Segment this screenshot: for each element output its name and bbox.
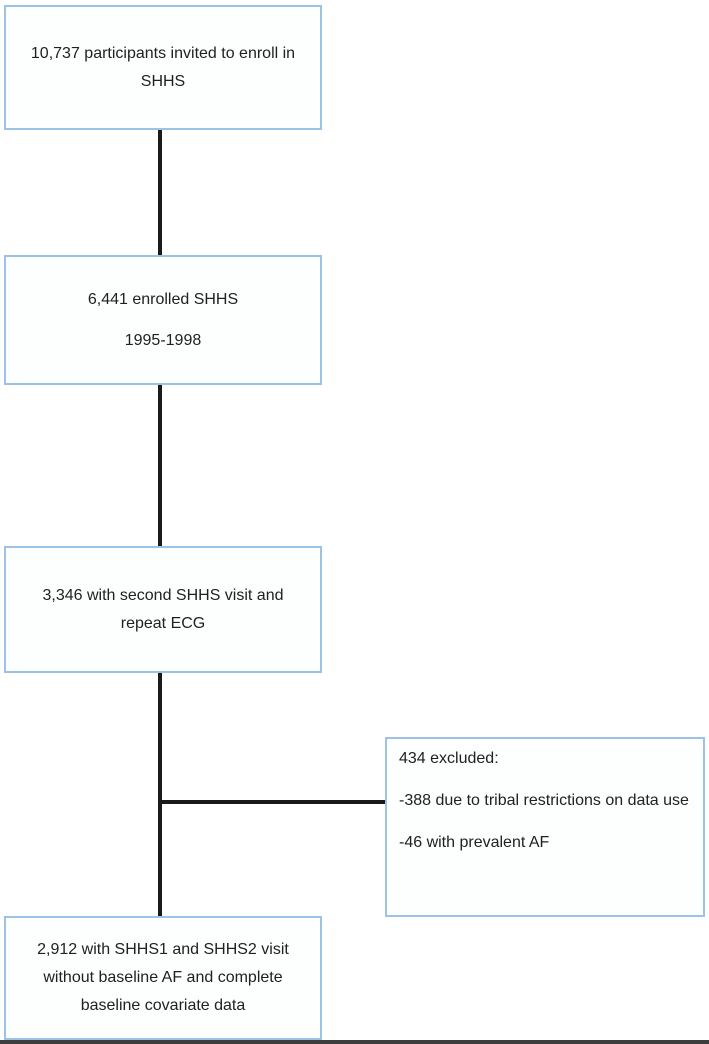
flow-box-excluded: 434 excluded: -388 due to tribal restric…: [385, 737, 705, 917]
flow-box-final-text: 2,912 with SHHS1 and SHHS2 visit without…: [37, 941, 289, 1014]
flow-box-second-visit-text: 3,346 with second SHHS visit and repeat …: [42, 586, 284, 632]
excluded-item-tribal-restrictions: -388 due to tribal restrictions on data …: [399, 792, 689, 809]
flow-box-invited: 10,737 participants invited to enroll in…: [4, 5, 322, 130]
connector-second-visit-to-final: [158, 673, 162, 916]
page-bottom-edge-bar: [0, 1040, 709, 1044]
flow-box-final: 2,912 with SHHS1 and SHHS2 visit without…: [4, 916, 322, 1040]
flow-box-second-visit: 3,346 with second SHHS visit and repeat …: [4, 546, 322, 673]
excluded-item-prevalent-af: -46 with prevalent AF: [399, 834, 550, 851]
flow-box-enrolled-line1: 6,441 enrolled SHHS: [87, 290, 239, 308]
connector-branch-to-excluded: [160, 800, 386, 804]
flow-box-enrolled-line2: 1995-1998: [124, 331, 202, 349]
excluded-title: 434 excluded:: [399, 750, 499, 767]
connector-invited-to-enrolled: [158, 130, 162, 256]
flow-box-invited-text: 10,737 participants invited to enroll in…: [30, 44, 296, 90]
flow-box-enrolled: 6,441 enrolled SHHS 1995-1998: [4, 255, 322, 385]
connector-enrolled-to-second-visit: [158, 385, 162, 546]
